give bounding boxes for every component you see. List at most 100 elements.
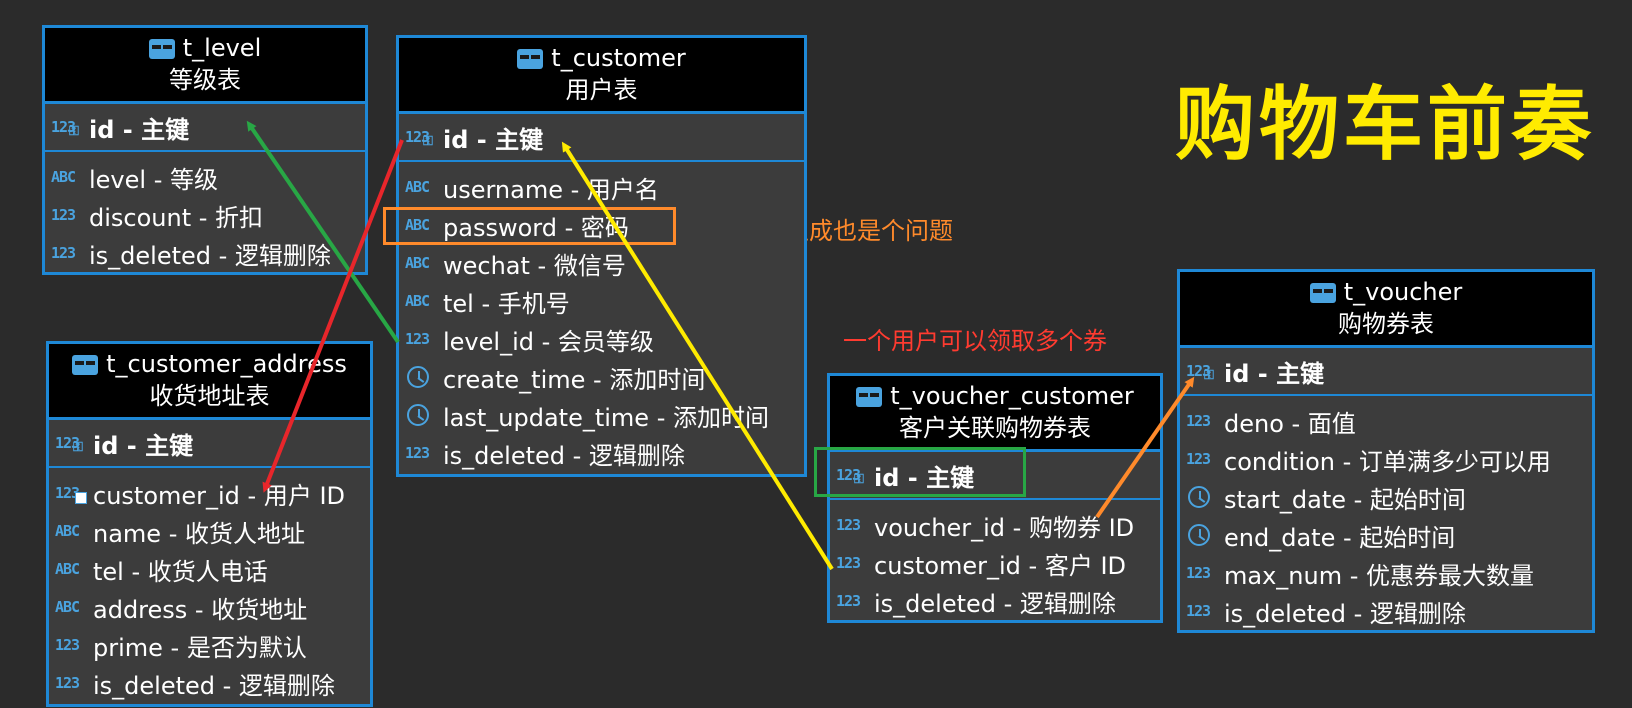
column-row[interactable]: ABC address - 收货地址 xyxy=(55,588,370,626)
column-label: is_deleted - 逻辑删除 xyxy=(443,441,685,470)
column-row[interactable]: 123 deno - 面值 xyxy=(1186,402,1592,440)
entity-t-voucher[interactable]: t_voucher 购物券表 123⚿ id - 主键 123 deno - 面… xyxy=(1177,269,1595,633)
column-label: is_deleted - 逻辑删除 xyxy=(89,241,331,270)
column-row[interactable]: ABC level - 等级 xyxy=(51,158,365,196)
column-label: tel - 手机号 xyxy=(443,289,570,318)
entity-header: t_voucher_customer 客户关联购物券表 xyxy=(830,376,1160,452)
entity-t-voucher-customer[interactable]: t_voucher_customer 客户关联购物券表 123⚿ id - 主键… xyxy=(827,373,1163,623)
entity-t-customer-address[interactable]: t_customer_address 收货地址表 123⚿ id - 主键 12… xyxy=(46,341,373,707)
numeric-type-icon: 123⚿ xyxy=(405,128,433,149)
page-title: 购物车前奏 xyxy=(1175,78,1595,171)
numeric-type-icon: 123 xyxy=(51,206,76,224)
column-label: is_deleted - 逻辑删除 xyxy=(1224,599,1466,628)
column-row[interactable]: 123 is_deleted - 逻辑删除 xyxy=(51,234,365,272)
numeric-type-icon: 123⚿ xyxy=(1186,362,1214,383)
column-row[interactable]: ABC wechat - 微信号 xyxy=(405,244,804,282)
datetime-clock-icon xyxy=(1188,486,1210,508)
column-label: customer_id - 用户 ID xyxy=(93,481,346,510)
datetime-clock-icon xyxy=(1188,524,1210,546)
entity-name: t_voucher xyxy=(1343,278,1463,307)
column-row[interactable]: 123 customer_id - 用户 ID xyxy=(55,474,370,512)
column-row[interactable]: 123 level_id - 会员等级 xyxy=(405,320,804,358)
pk-highlight-box xyxy=(814,447,1026,497)
column-label: wechat - 微信号 xyxy=(443,251,626,280)
numeric-type-icon: 123⚿ xyxy=(836,466,864,487)
column-row[interactable]: 123 is_deleted - 逻辑删除 xyxy=(55,664,370,702)
string-type-icon: ABC xyxy=(405,178,430,196)
string-type-icon: ABC xyxy=(55,598,80,616)
table-icon xyxy=(1309,282,1336,303)
numeric-type-icon: 123 xyxy=(1186,564,1211,582)
string-type-icon: ABC xyxy=(405,254,430,272)
entity-t-level[interactable]: t_level 等级表 123⚿ id - 主键 ABC level - 等级 … xyxy=(42,25,368,275)
table-icon xyxy=(856,386,883,407)
entity-name: t_level xyxy=(182,34,262,63)
numeric-type-icon: 123 xyxy=(51,244,76,262)
numeric-type-icon: 123 xyxy=(55,674,80,692)
column-label: id - 主键 xyxy=(93,431,194,460)
entity-header: t_customer 用户表 xyxy=(399,38,804,114)
numeric-type-icon: 123⚿ xyxy=(55,434,83,455)
table-icon xyxy=(72,354,99,375)
column-row[interactable]: ABC name - 收货人地址 xyxy=(55,512,370,550)
string-type-icon: ABC xyxy=(405,292,430,310)
string-type-icon: ABC xyxy=(55,560,80,578)
column-row[interactable]: 123 is_deleted - 逻辑删除 xyxy=(836,582,1160,620)
entity-name: t_voucher_customer xyxy=(890,382,1134,411)
column-row-pk[interactable]: 123⚿ id - 主键 xyxy=(55,426,193,461)
column-label: is_deleted - 逻辑删除 xyxy=(93,671,335,700)
entity-header: t_level 等级表 xyxy=(45,28,365,104)
column-row[interactable]: start_date - 起始时间 xyxy=(1186,478,1592,516)
key-icon: ⚿ xyxy=(854,472,864,487)
entity-comment: 客户关联购物券表 xyxy=(899,413,1091,442)
foreign-key-icon xyxy=(75,492,87,504)
column-row[interactable]: 123 condition - 订单满多少可以用 xyxy=(1186,440,1592,478)
column-row[interactable]: last_update_time - 添加时间 xyxy=(405,396,804,434)
column-row-pk[interactable]: 123⚿ id - 主键 xyxy=(1186,354,1324,389)
entity-t-customer[interactable]: t_customer 用户表 123⚿ id - 主键 ABC username… xyxy=(396,35,807,477)
key-icon: ⚿ xyxy=(1204,368,1214,383)
column-row-pk[interactable]: 123⚿ id - 主键 xyxy=(405,120,543,155)
column-row[interactable]: 123 voucher_id - 购物券 ID xyxy=(836,506,1160,544)
entity-comment: 等级表 xyxy=(169,65,241,94)
numeric-type-icon: 123 xyxy=(1186,450,1211,468)
column-row[interactable]: 123 is_deleted - 逻辑删除 xyxy=(405,434,804,472)
entity-comment: 购物券表 xyxy=(1338,309,1434,338)
column-label: is_deleted - 逻辑删除 xyxy=(874,589,1116,618)
column-row[interactable]: 123 discount - 折扣 xyxy=(51,196,365,234)
string-type-icon: ABC xyxy=(55,522,80,540)
column-label: voucher_id - 购物券 ID xyxy=(874,513,1135,542)
column-label: id - 主键 xyxy=(874,463,975,492)
column-row[interactable]: ABC username - 用户名 xyxy=(405,168,804,206)
column-row[interactable]: ABC tel - 手机号 xyxy=(405,282,804,320)
column-label: condition - 订单满多少可以用 xyxy=(1224,447,1551,476)
voucher-note: 一个用户可以领取多个券 xyxy=(843,327,1107,355)
column-label: tel - 收货人电话 xyxy=(93,557,268,586)
column-row[interactable]: end_date - 起始时间 xyxy=(1186,516,1592,554)
entity-header: t_customer_address 收货地址表 xyxy=(49,344,370,420)
numeric-type-icon: 123 xyxy=(1186,412,1211,430)
password-highlight-box xyxy=(383,207,676,245)
column-row[interactable]: create_time - 添加时间 xyxy=(405,358,804,396)
column-row-pk[interactable]: 123⚿ id - 主键 xyxy=(51,110,189,145)
numeric-type-icon: 123 xyxy=(1186,602,1211,620)
key-icon: ⚿ xyxy=(423,134,433,149)
column-label: username - 用户名 xyxy=(443,175,659,204)
column-row-pk[interactable]: 123⚿ id - 主键 xyxy=(836,458,974,493)
column-row[interactable]: 123 is_deleted - 逻辑删除 xyxy=(1186,592,1592,630)
column-label: discount - 折扣 xyxy=(89,203,264,232)
numeric-type-icon: 123 xyxy=(405,444,430,462)
column-label: prime - 是否为默认 xyxy=(93,633,307,662)
numeric-type-icon: 123 xyxy=(836,592,861,610)
column-row[interactable]: 123 customer_id - 客户 ID xyxy=(836,544,1160,582)
column-label: level - 等级 xyxy=(89,165,218,194)
datetime-clock-icon xyxy=(407,404,429,426)
column-row[interactable]: ABC tel - 收货人电话 xyxy=(55,550,370,588)
column-label: id - 主键 xyxy=(1224,359,1325,388)
column-row[interactable]: 123 prime - 是否为默认 xyxy=(55,626,370,664)
string-type-icon: ABC xyxy=(405,216,430,234)
entity-header: t_voucher 购物券表 xyxy=(1180,272,1592,348)
column-label: address - 收货地址 xyxy=(93,595,308,624)
column-row[interactable]: 123 max_num - 优惠券最大数量 xyxy=(1186,554,1592,592)
entity-comment: 用户表 xyxy=(565,75,638,104)
